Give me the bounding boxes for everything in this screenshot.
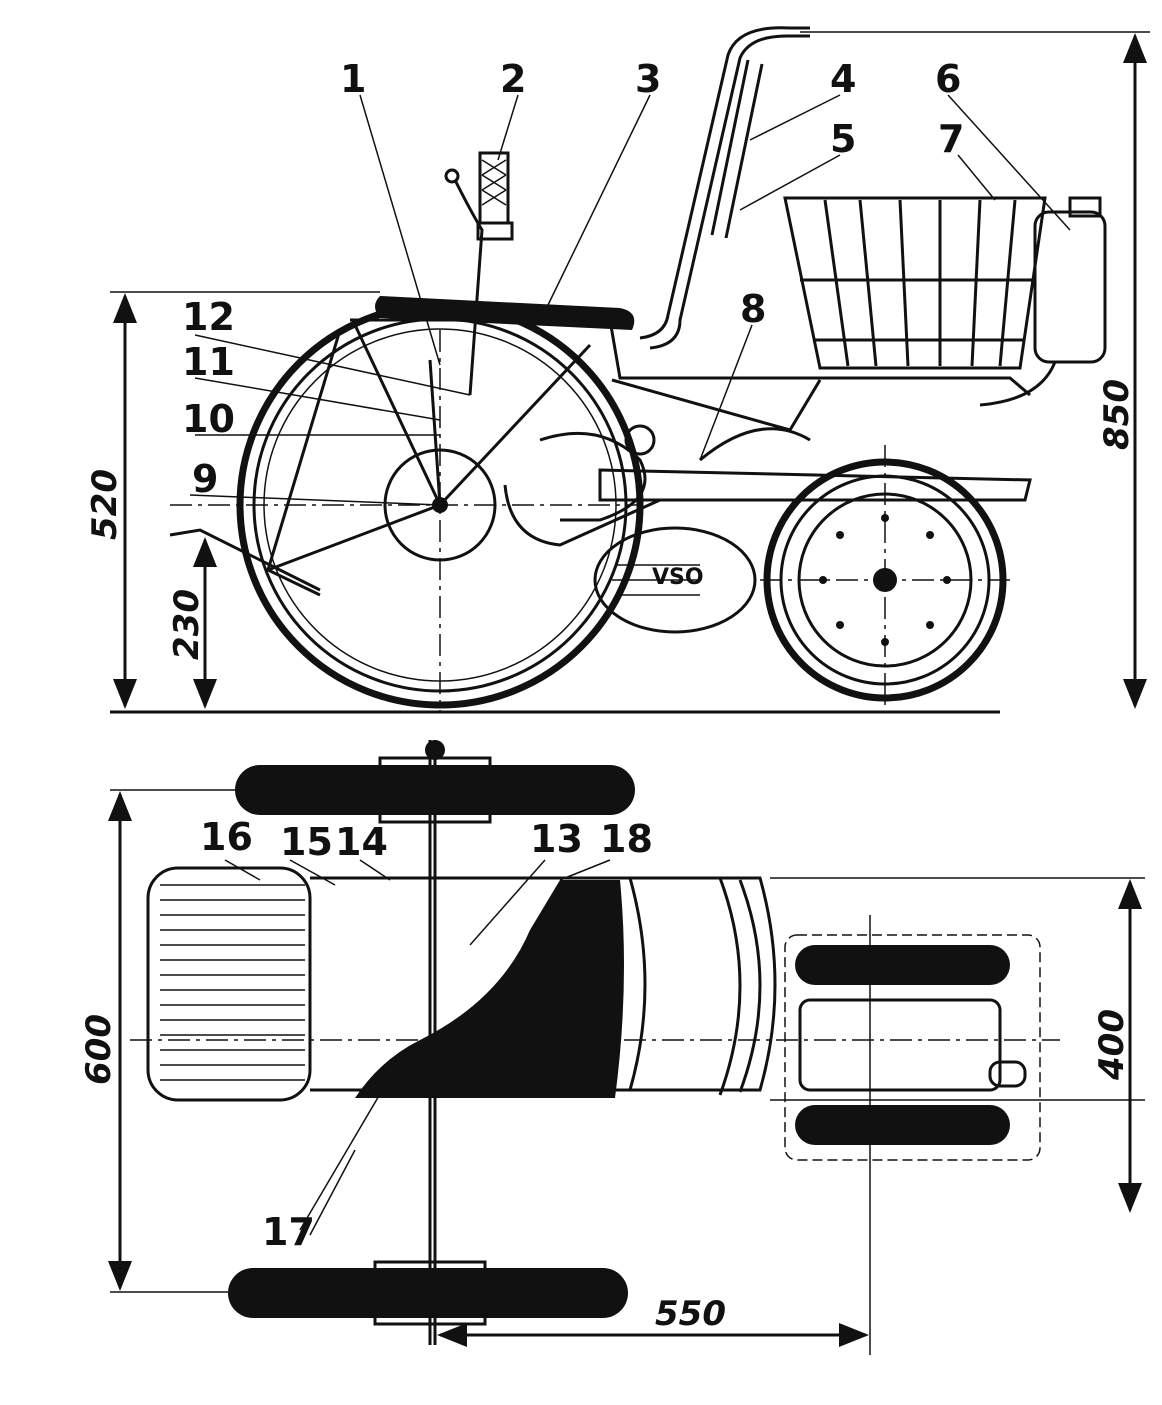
dim-step-height: 230	[167, 589, 207, 660]
basket	[783, 196, 1047, 370]
callout-9: 9	[192, 457, 218, 501]
callout-6: 6	[935, 57, 961, 101]
top-view: 16 15 14 13 18 17 600 400 550	[79, 740, 1145, 1355]
seat-cutaway	[355, 880, 624, 1098]
engine: VSO	[539, 424, 757, 634]
fuel-tank	[979, 196, 1107, 407]
brand-label: VSO	[652, 565, 704, 590]
callout-8: 8	[740, 287, 766, 331]
callout-7: 7	[938, 117, 964, 161]
dim-rear-width: 400	[1092, 1009, 1132, 1081]
side-view: VSO 1 2 3 4 5 6 7 8 9 10	[85, 26, 1150, 714]
callout-3: 3	[635, 57, 661, 101]
footrest	[169, 528, 321, 592]
handlebar	[444, 151, 514, 396]
dimension-lines-top	[108, 789, 1145, 1355]
callout-16: 16	[200, 815, 253, 859]
callout-1: 1	[340, 57, 366, 101]
callout-14: 14	[335, 820, 388, 864]
backrest-tube	[649, 34, 810, 350]
top-engine-group	[784, 915, 1041, 1165]
seat	[375, 296, 635, 330]
callout-10: 10	[182, 397, 235, 441]
callout-2: 2	[500, 57, 526, 101]
backrest-bracket	[710, 59, 764, 239]
dim-overall-width: 600	[79, 1014, 119, 1085]
callout-12: 12	[182, 295, 235, 339]
dim-seat-height: 520	[85, 469, 125, 540]
callout-17: 17	[262, 1210, 315, 1254]
callout-18: 18	[600, 817, 653, 861]
top-wheel-lower	[228, 1268, 628, 1318]
callout-5: 5	[830, 117, 856, 161]
callout-11: 11	[182, 340, 235, 384]
top-basket	[146, 866, 312, 1102]
callout-15: 15	[280, 820, 333, 864]
frame	[266, 318, 1032, 597]
dim-axle-offset: 550	[655, 1294, 726, 1334]
dim-overall-height: 850	[1097, 379, 1137, 450]
leader-lines-top	[224, 859, 611, 1236]
callout-13: 13	[530, 817, 583, 861]
dimension-lines-side	[110, 31, 1150, 709]
leader-lines	[189, 94, 1071, 506]
callout-4: 4	[830, 57, 856, 101]
